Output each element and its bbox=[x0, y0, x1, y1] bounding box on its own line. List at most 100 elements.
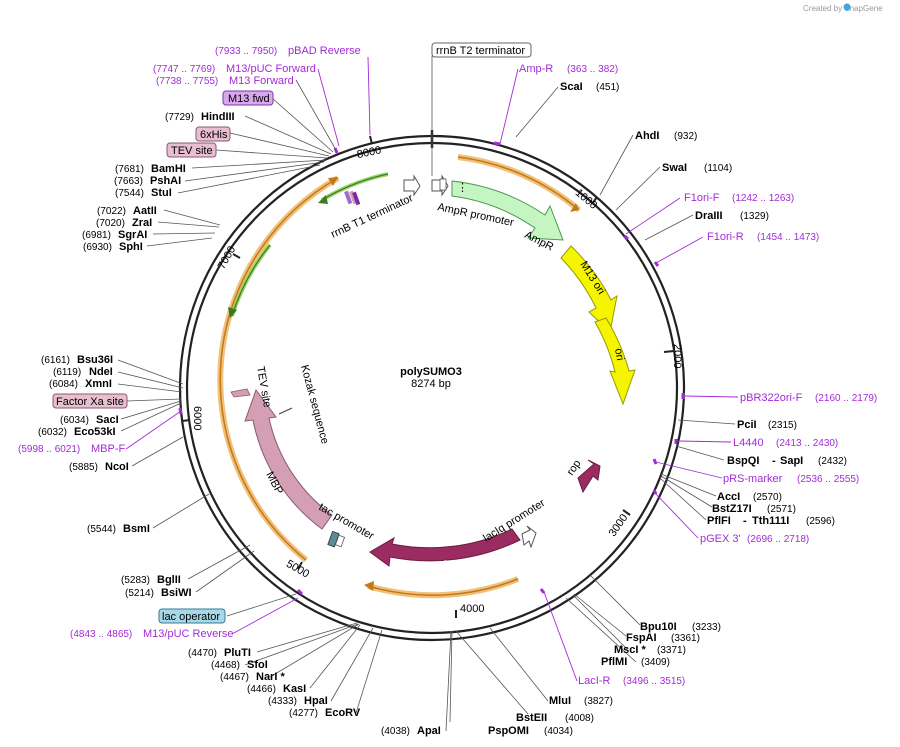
laci-r-primer-mark bbox=[539, 588, 546, 594]
svg-text:FspAI: FspAI bbox=[626, 632, 657, 644]
svg-text:(2571): (2571) bbox=[767, 504, 796, 515]
box-tev-site: TEV site bbox=[166, 142, 217, 158]
svg-text:SacI: SacI bbox=[96, 414, 119, 426]
snapgene-credit: Created by SnapGene bbox=[803, 4, 883, 13]
svg-text:Bpu10I: Bpu10I bbox=[640, 621, 677, 633]
tick-4000: 4000 bbox=[455, 603, 484, 618]
svg-text:2000: 2000 bbox=[671, 344, 683, 368]
svg-text:(1329): (1329) bbox=[740, 211, 769, 222]
svg-text:MBP-F: MBP-F bbox=[91, 443, 126, 455]
svg-text:(363 .. 382): (363 .. 382) bbox=[567, 64, 618, 75]
svg-text:(3233): (3233) bbox=[692, 622, 721, 633]
site-m13puc-reverse: (4843 .. 4865) M13/pUC Reverse bbox=[70, 628, 233, 640]
svg-text:M13/pUC Reverse: M13/pUC Reverse bbox=[143, 628, 233, 640]
site-bstz17i: BstZ17I (2571) bbox=[712, 503, 796, 515]
site-aatii: (7022) AatII bbox=[97, 205, 157, 217]
site-f1ori-f: F1ori-F (1242 .. 1263) bbox=[684, 192, 794, 204]
site-bamhi: (7681) BamHI bbox=[115, 163, 186, 175]
site-zrai: (7020) ZraI bbox=[96, 217, 152, 229]
svg-text:SapI: SapI bbox=[780, 455, 803, 467]
svg-text:pBAD Reverse: pBAD Reverse bbox=[288, 45, 361, 57]
svg-text:TEV site: TEV site bbox=[171, 145, 213, 157]
svg-text:(4333): (4333) bbox=[268, 696, 297, 707]
svg-text:NcoI: NcoI bbox=[105, 461, 129, 473]
svg-text:(6084): (6084) bbox=[49, 379, 78, 390]
svg-text:SfoI: SfoI bbox=[247, 659, 268, 671]
svg-text:(7020): (7020) bbox=[96, 218, 125, 229]
site-bspqi-sapi: BspQI - SapI (2432) bbox=[727, 455, 847, 467]
svg-text:(6161): (6161) bbox=[41, 355, 70, 366]
svg-text:(7681): (7681) bbox=[115, 164, 144, 175]
cluster-his bbox=[344, 190, 353, 205]
svg-text:ZraI: ZraI bbox=[132, 217, 152, 229]
svg-text:SgrAI: SgrAI bbox=[118, 229, 147, 241]
svg-text:PflFI: PflFI bbox=[707, 515, 731, 527]
svg-text:Factor Xa site: Factor Xa site bbox=[56, 396, 124, 408]
svg-text:Tth111I: Tth111I bbox=[752, 515, 789, 527]
site-scai: ScaI (451) bbox=[560, 81, 619, 93]
box-rrnb-t2: rrnB T2 terminator bbox=[431, 42, 532, 58]
tick-6000: 6000 bbox=[181, 406, 203, 430]
orange-arrow-top bbox=[570, 203, 579, 212]
ampr-dots: ⋮ bbox=[457, 182, 468, 194]
svg-text:(6032): (6032) bbox=[38, 427, 67, 438]
svg-text:XmnI: XmnI bbox=[85, 378, 112, 390]
green-arrow-top bbox=[318, 195, 328, 204]
site-m13-forward: (7738 .. 7755) M13 Forward bbox=[156, 75, 294, 87]
svg-text:(3827): (3827) bbox=[584, 696, 613, 707]
svg-text:(1454 .. 1473): (1454 .. 1473) bbox=[757, 232, 819, 243]
orange-arrow-bottom bbox=[364, 581, 374, 591]
svg-text:AatII: AatII bbox=[133, 205, 157, 217]
ampr-arrow bbox=[451, 180, 564, 241]
green-arrow-left bbox=[228, 307, 237, 318]
svg-text:ScaI: ScaI bbox=[560, 81, 583, 93]
svg-text:L4440: L4440 bbox=[733, 437, 764, 449]
site-bsteii: BstEII (4008) bbox=[516, 712, 594, 724]
svg-text:PciI: PciI bbox=[737, 419, 757, 431]
svg-text:NarI *: NarI * bbox=[256, 671, 285, 683]
svg-text:(6981): (6981) bbox=[82, 230, 111, 241]
site-stui: (7544) StuI bbox=[115, 187, 172, 199]
svg-text:Eco53kI: Eco53kI bbox=[74, 426, 116, 438]
svg-text:Amp-R: Amp-R bbox=[519, 63, 553, 75]
svg-text:BglII: BglII bbox=[157, 574, 181, 586]
m13-ori-arrow bbox=[560, 245, 618, 333]
svg-text:(2570): (2570) bbox=[753, 492, 782, 503]
svg-text:(4034): (4034) bbox=[544, 726, 573, 737]
svg-text:BspQI: BspQI bbox=[727, 455, 759, 467]
svg-text:(7544): (7544) bbox=[115, 188, 144, 199]
site-ahdi: AhdI (932) bbox=[635, 130, 697, 142]
svg-text:BsmI: BsmI bbox=[123, 523, 150, 535]
svg-text:(4038): (4038) bbox=[381, 726, 410, 737]
svg-text:(4277): (4277) bbox=[289, 708, 318, 719]
plasmid-length: 8274 bp bbox=[411, 378, 451, 390]
rrnb-t2-arrow bbox=[403, 174, 421, 197]
svg-text:BamHI: BamHI bbox=[151, 163, 186, 175]
svg-text:(5885): (5885) bbox=[69, 462, 98, 473]
svg-text:PspOMI: PspOMI bbox=[488, 725, 529, 737]
svg-text:(4468): (4468) bbox=[211, 660, 240, 671]
svg-text:(4843 .. 4865): (4843 .. 4865) bbox=[70, 629, 132, 640]
box-6xhis: 6xHis bbox=[195, 126, 231, 142]
svg-text:M13/pUC Forward: M13/pUC Forward bbox=[226, 63, 316, 75]
svg-text:(2696 .. 2718): (2696 .. 2718) bbox=[747, 534, 809, 545]
site-bsiwi: (5214) BsiWI bbox=[125, 587, 192, 599]
site-pshai: (7663) PshAI bbox=[114, 175, 181, 187]
orange-arc-top-line bbox=[457, 156, 580, 211]
label-ori: ori bbox=[612, 347, 626, 361]
site-pflfi: PflFI - Tth111I (2596) bbox=[707, 515, 835, 527]
svg-text:(7729): (7729) bbox=[165, 112, 194, 123]
svg-text:8000: 8000 bbox=[356, 144, 382, 161]
svg-text:(7022): (7022) bbox=[97, 206, 126, 217]
rop-arrow bbox=[577, 459, 601, 494]
svg-text:MluI: MluI bbox=[549, 695, 571, 707]
orange-arc-left-line bbox=[219, 177, 339, 561]
svg-text:KasI: KasI bbox=[283, 683, 306, 695]
box-m13-fwd: M13 fwd bbox=[222, 90, 274, 106]
site-bpu10i: Bpu10I (3233) bbox=[640, 621, 721, 633]
site-nari: (4467) NarI * bbox=[220, 671, 285, 683]
factor-xa-feature bbox=[230, 388, 251, 398]
site-ncoi: (5885) NcoI bbox=[69, 461, 129, 473]
svg-text:BstZ17I: BstZ17I bbox=[712, 503, 752, 515]
